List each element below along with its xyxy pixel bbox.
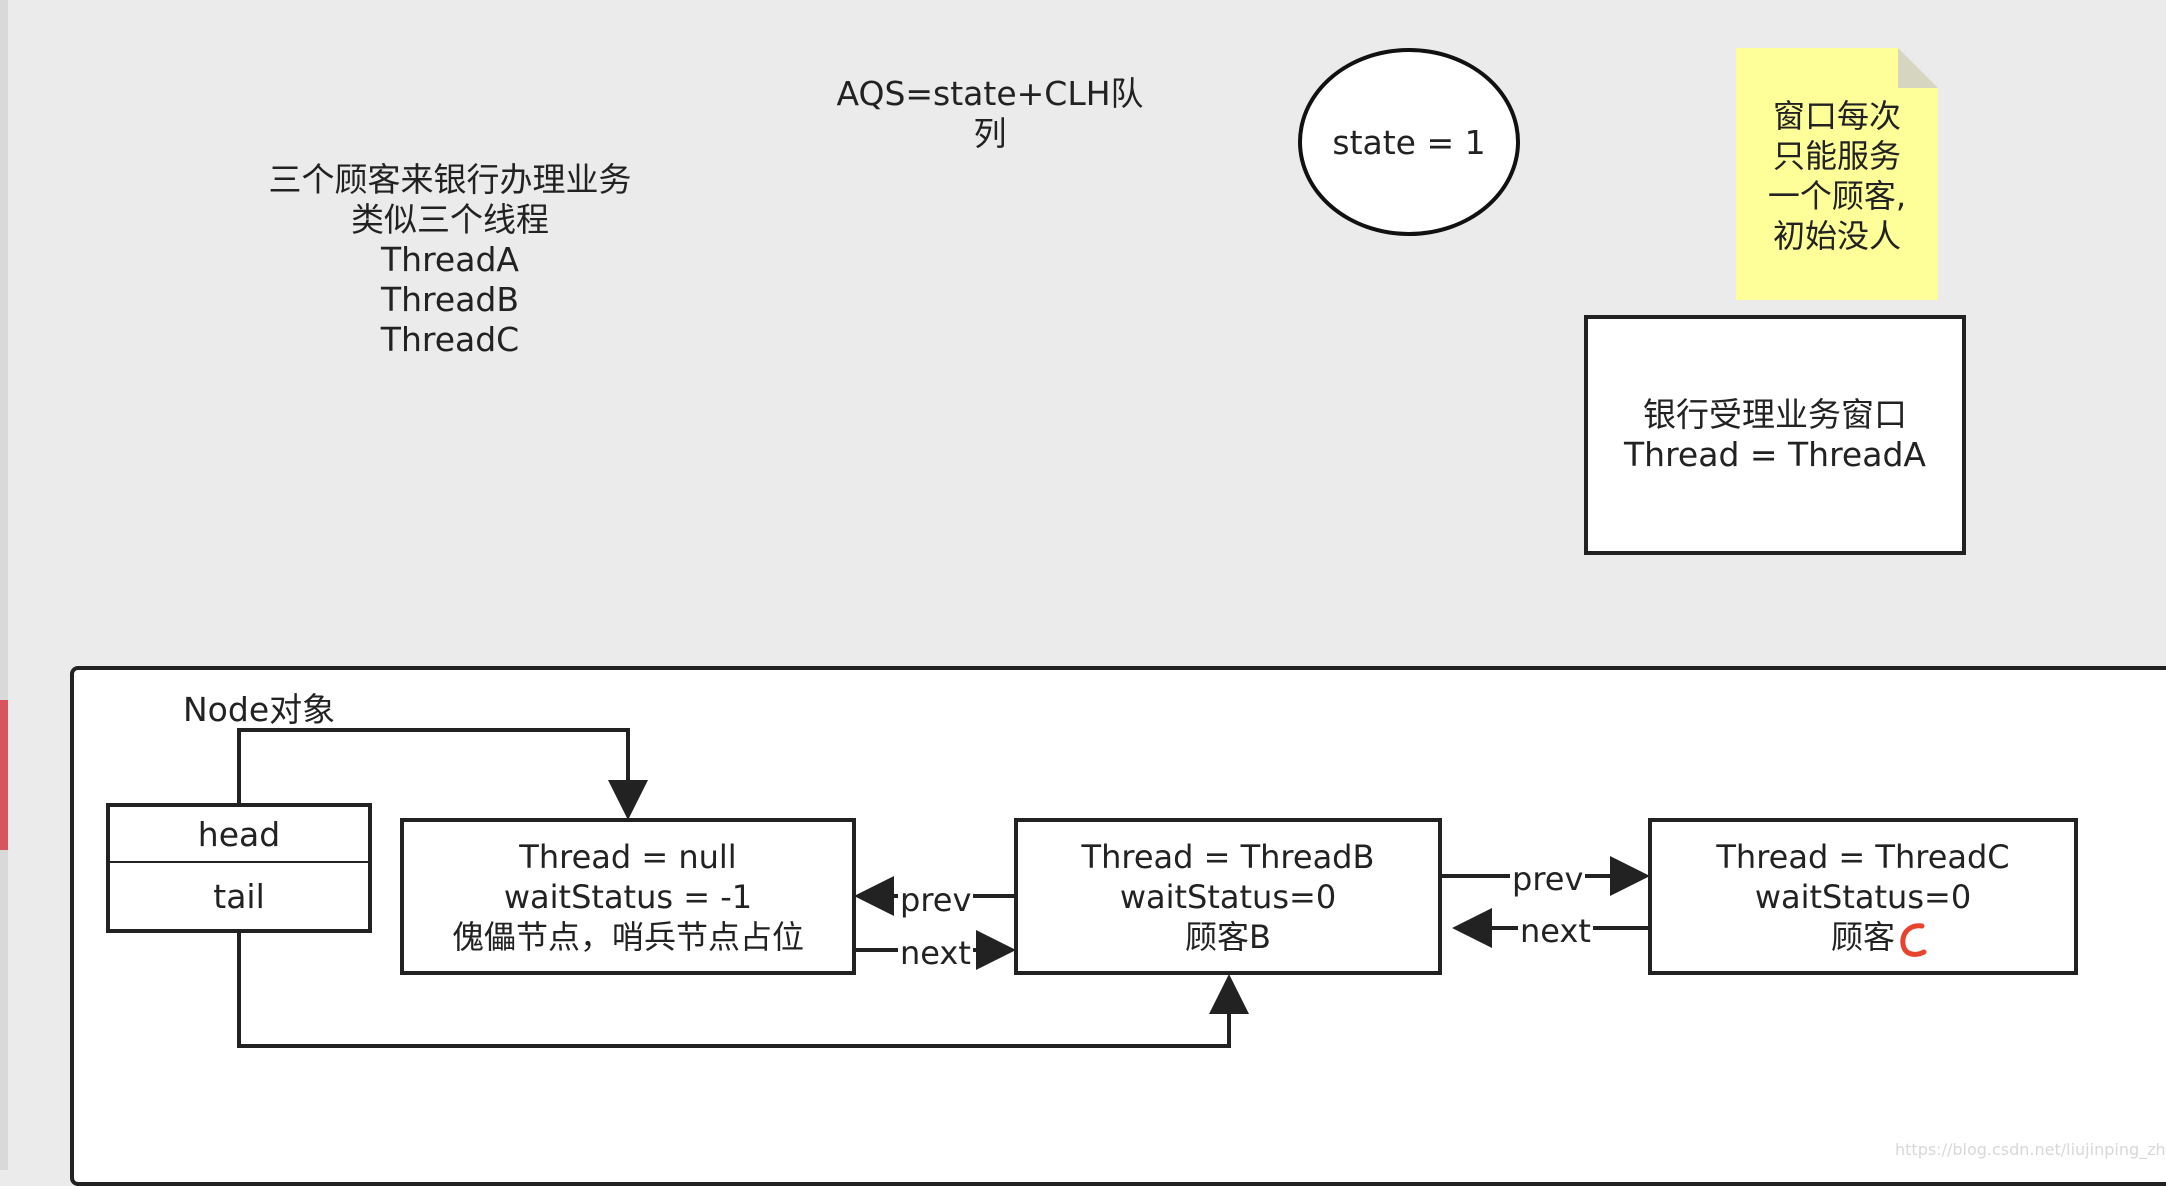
tail-pointer xyxy=(237,933,1249,1048)
next-label-2: next xyxy=(1518,912,1593,950)
head-pointer-cell[interactable]: head xyxy=(106,803,372,863)
sticky-note[interactable] xyxy=(1736,48,1938,300)
watermark: https://blog.csdn.net/liujinping_zhang xyxy=(1895,1140,2166,1159)
sentinel-node[interactable]: Thread = null waitStatus = -1 傀儡节点，哨兵节点占… xyxy=(400,818,856,975)
node-panel-title: Node对象 xyxy=(183,690,336,729)
sticky-note-text: 窗口每次 只能服务 一个顾客, 初始没人 xyxy=(1767,97,1907,255)
state-circle[interactable]: state = 1 xyxy=(1298,48,1520,236)
prev-label-2: prev xyxy=(1510,860,1586,898)
state-label: state = 1 xyxy=(1332,122,1486,162)
sentinel-node-text: Thread = null waitStatus = -1 傀儡节点，哨兵节点占… xyxy=(451,837,804,956)
next-label-1: next xyxy=(898,934,973,972)
aqs-formula: AQS=state+CLH队 列 xyxy=(836,74,1144,153)
node-thread-c[interactable]: Thread = ThreadC waitStatus=0 顾客 xyxy=(1648,818,2078,975)
bank-window-box[interactable]: 银行受理业务窗口 Thread = ThreadA xyxy=(1584,315,1966,555)
node-b-text: Thread = ThreadB waitStatus=0 顾客B xyxy=(1081,837,1375,956)
prev-label-1: prev xyxy=(898,881,974,919)
node-thread-b[interactable]: Thread = ThreadB waitStatus=0 顾客B xyxy=(1014,818,1442,975)
tail-pointer-cell[interactable]: tail xyxy=(106,861,372,933)
node-c-text: Thread = ThreadC waitStatus=0 顾客 xyxy=(1716,837,2010,956)
tail-label: tail xyxy=(213,876,265,916)
left-edge-strip xyxy=(0,0,8,1170)
intro-text: 三个顾客来银行办理业务 类似三个线程 ThreadA ThreadB Threa… xyxy=(268,160,632,359)
text-cursor-icon xyxy=(1900,923,1927,957)
bank-window-label: 银行受理业务窗口 Thread = ThreadA xyxy=(1624,395,1926,474)
left-edge-marker xyxy=(0,700,8,850)
head-label: head xyxy=(197,814,281,854)
head-pointer xyxy=(237,728,648,820)
